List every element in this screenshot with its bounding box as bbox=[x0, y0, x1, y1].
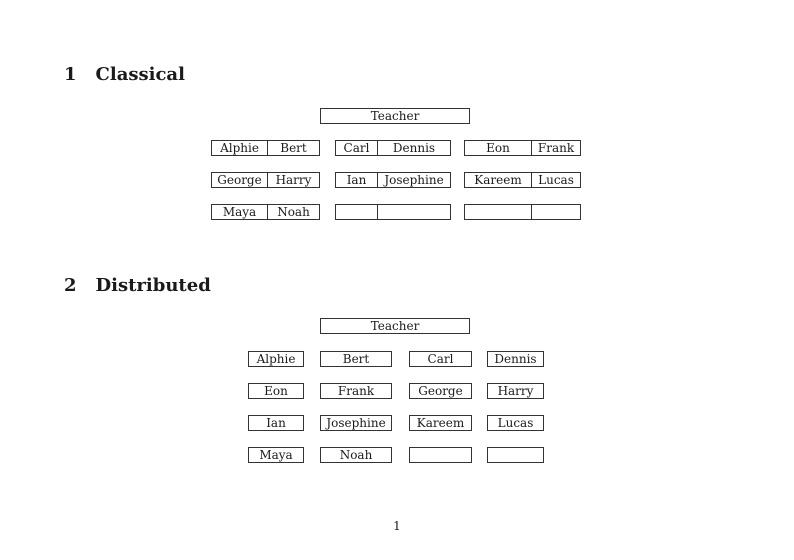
desk-seat bbox=[336, 205, 378, 219]
teacher-label: Teacher bbox=[370, 109, 420, 123]
desk-single-empty bbox=[409, 447, 472, 463]
desk-seat: Lucas bbox=[538, 173, 574, 187]
desk-pair: Carl Dennis bbox=[335, 140, 451, 156]
desk-single: Lucas bbox=[487, 415, 544, 431]
desk-pair: George Harry bbox=[211, 172, 320, 188]
desk-seat: Ian bbox=[336, 173, 378, 187]
section-heading-distributed: 2 Distributed bbox=[64, 276, 211, 295]
section-title: Distributed bbox=[95, 275, 211, 296]
desk-seat: Maya bbox=[212, 205, 268, 219]
desk-single: Alphie bbox=[248, 351, 304, 367]
section-number: 1 bbox=[64, 64, 77, 85]
desk-column-1: Alphie Eon Ian Maya bbox=[248, 351, 304, 463]
desk-pair: Kareem Lucas bbox=[464, 172, 581, 188]
desk-seat: Carl bbox=[336, 141, 378, 155]
desk-seat: Bert bbox=[280, 141, 307, 155]
section-title: Classical bbox=[95, 64, 185, 85]
desk-seat: George bbox=[212, 173, 268, 187]
desk-single-empty bbox=[487, 447, 544, 463]
desk-pair: Maya Noah bbox=[211, 204, 320, 220]
desk-pair: Ian Josephine bbox=[335, 172, 451, 188]
teacher-box-classical: Teacher bbox=[320, 108, 470, 124]
desk-seat: Alphie bbox=[212, 141, 268, 155]
desk-single: Frank bbox=[320, 383, 392, 399]
desk-seat: Eon bbox=[465, 141, 532, 155]
desk-single: Kareem bbox=[409, 415, 472, 431]
teacher-label: Teacher bbox=[370, 319, 420, 333]
desk-pair: Alphie Bert bbox=[211, 140, 320, 156]
desk-column-2: Bert Frank Josephine Noah bbox=[320, 351, 392, 463]
page-number: 1 bbox=[393, 519, 401, 533]
desk-seat bbox=[532, 205, 580, 219]
section-heading-classical: 1 Classical bbox=[64, 65, 185, 84]
desk-seat: Harry bbox=[275, 173, 312, 187]
desk-single: Bert bbox=[320, 351, 392, 367]
desk-seat: Josephine bbox=[384, 173, 444, 187]
desk-single: George bbox=[409, 383, 472, 399]
section-number: 2 bbox=[64, 275, 77, 296]
desk-single: Harry bbox=[487, 383, 544, 399]
desk-seat: Kareem bbox=[465, 173, 532, 187]
teacher-box-distributed: Teacher bbox=[320, 318, 470, 334]
desk-group-1: Alphie Bert George Harry Maya Noah bbox=[211, 140, 320, 236]
desk-seat bbox=[465, 205, 532, 219]
desk-pair: Eon Frank bbox=[464, 140, 581, 156]
desk-seat: Noah bbox=[277, 205, 310, 219]
desk-seat bbox=[378, 205, 450, 219]
desk-single: Carl bbox=[409, 351, 472, 367]
desk-single: Ian bbox=[248, 415, 304, 431]
desk-single: Maya bbox=[248, 447, 304, 463]
desk-single: Josephine bbox=[320, 415, 392, 431]
desk-column-3: Carl George Kareem bbox=[409, 351, 472, 463]
desk-pair-empty bbox=[464, 204, 581, 220]
desk-single: Dennis bbox=[487, 351, 544, 367]
desk-single: Eon bbox=[248, 383, 304, 399]
desk-pair-empty bbox=[335, 204, 451, 220]
desk-column-4: Dennis Harry Lucas bbox=[487, 351, 544, 463]
desk-group-3: Eon Frank Kareem Lucas bbox=[464, 140, 581, 236]
desk-seat: Frank bbox=[537, 141, 575, 155]
desk-single: Noah bbox=[320, 447, 392, 463]
desk-group-2: Carl Dennis Ian Josephine bbox=[335, 140, 451, 236]
desk-seat: Dennis bbox=[392, 141, 436, 155]
